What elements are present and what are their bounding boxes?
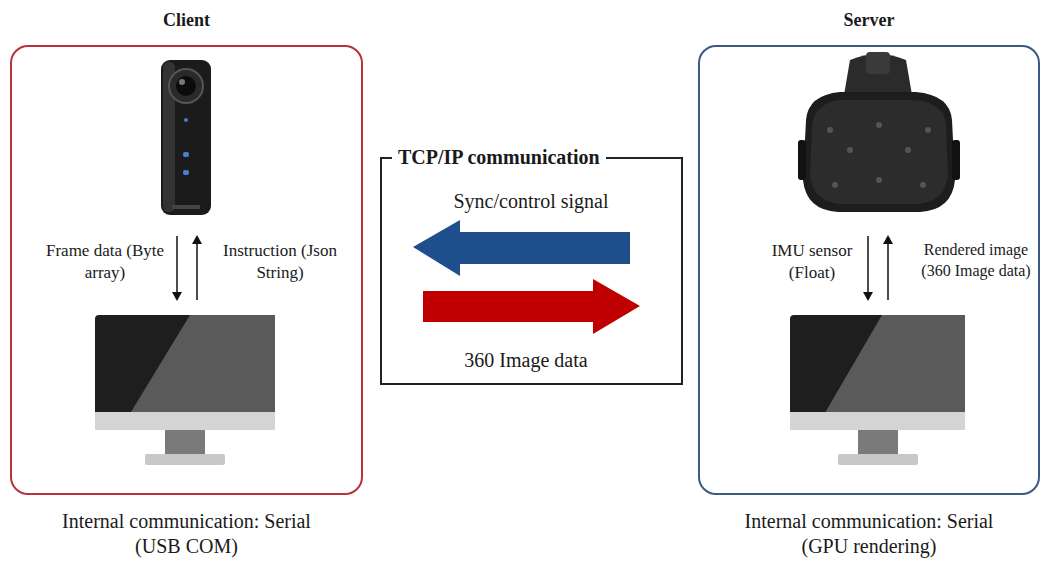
- internal-arrows: [863, 235, 893, 301]
- signal-label: Frame data (Byte array): [40, 240, 170, 284]
- box-title: Server: [698, 9, 1040, 32]
- box-caption: Internal communication: Serial (USB COM): [57, 509, 317, 559]
- signal-label: IMU sensor (Float): [762, 240, 862, 284]
- signal-label: Instruction (Json String): [210, 240, 350, 284]
- box-title: Client: [10, 9, 363, 32]
- vr-headset: [798, 52, 960, 212]
- monitor: [95, 315, 275, 465]
- camera-360: [161, 60, 211, 215]
- signal-label: Rendered image (360 Image data): [913, 240, 1039, 282]
- internal-arrows: [172, 235, 202, 301]
- signal-label: Sync/control signal: [411, 188, 651, 214]
- signal-label: 360 Image data: [426, 347, 626, 373]
- blue-arrow: [413, 220, 630, 276]
- frame-title: TCP/IP communication: [392, 145, 606, 169]
- box-caption: Internal communication: Serial (GPU rend…: [739, 509, 999, 559]
- monitor: [790, 315, 965, 465]
- client-box: ClientInternal communication: Serial (US…: [10, 45, 363, 495]
- red-arrow: [423, 279, 640, 334]
